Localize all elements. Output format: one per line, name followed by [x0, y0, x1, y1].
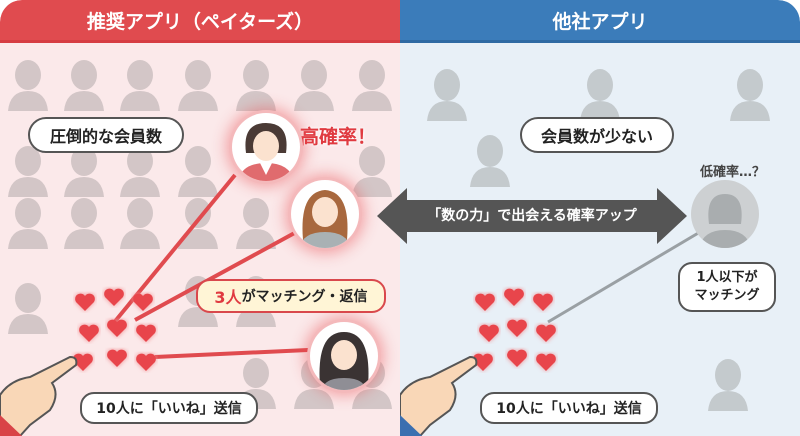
pointing-hand-icon [400, 355, 478, 436]
low-match-callout: 1人以下が マッチング [678, 262, 776, 312]
like-sent-callout: 10人に「いいね」送信 [480, 392, 658, 424]
other-app-header: 他社アプリ [400, 0, 800, 43]
center-arrow-label: 「数の力」で出会える確率アップ [427, 208, 637, 224]
recommended-app-title: 推奨アプリ（ペイターズ） [86, 10, 314, 33]
match-result-callout: 3人がマッチング・返信 [196, 279, 386, 313]
like-sent-text: 10人に「いいね」送信 [96, 401, 242, 417]
like-sent-text: 10人に「いいね」送信 [496, 401, 642, 417]
other-app-title: 他社アプリ [552, 10, 648, 33]
recommended-app-header: 推奨アプリ（ペイターズ） [0, 0, 400, 43]
woman-dark-hair-icon [319, 332, 369, 390]
low-match-line2: マッチング [694, 288, 760, 303]
woman-short-hair-icon [238, 123, 294, 181]
member-count-label: 圧倒的な会員数 [28, 117, 184, 153]
low-probability-label: 低確率…？ [700, 165, 766, 180]
low-match-user-avatar [691, 180, 759, 248]
woman-long-hair-icon [299, 190, 351, 248]
grey-user-icon [699, 194, 751, 248]
member-count-text: 会員数が少ない [540, 127, 653, 146]
match-count: 3人 [214, 288, 242, 307]
member-count-label: 会員数が少ない [520, 117, 674, 153]
matched-user-avatar-2 [291, 180, 359, 248]
like-sent-callout: 10人に「いいね」送信 [80, 392, 258, 424]
matched-user-avatar-3 [310, 322, 378, 390]
high-probability-label: 高確率！ [300, 126, 377, 148]
pointing-hand-icon [0, 355, 78, 436]
member-count-text: 圧倒的な会員数 [49, 127, 162, 146]
matched-user-avatar-1 [232, 113, 300, 181]
match-text: がマッチング・返信 [241, 289, 368, 305]
double-arrow-icon [377, 188, 687, 244]
low-match-line1: 1人以下が [696, 270, 758, 285]
